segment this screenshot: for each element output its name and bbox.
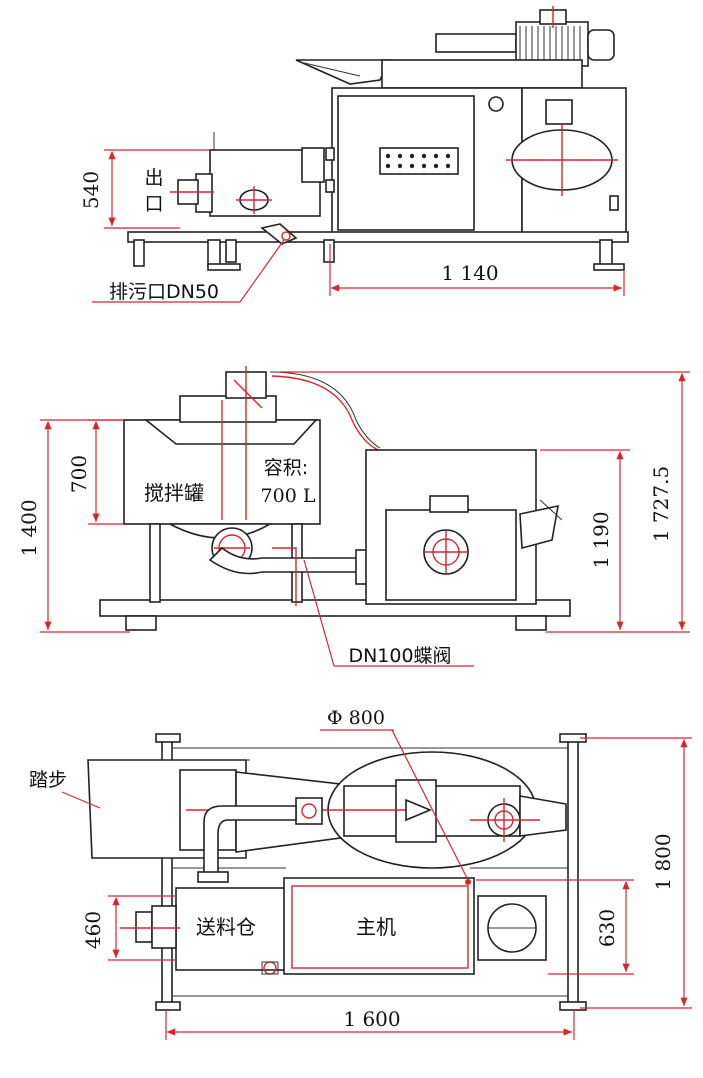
- main-cabinet: [325, 87, 627, 237]
- drive-motor: [435, 6, 615, 67]
- dim-tank-height-label: 700: [67, 455, 91, 493]
- volume-label-line2: 700 L: [261, 485, 316, 507]
- dim-1400: [40, 419, 130, 633]
- main-unit-label: 主机: [356, 915, 396, 939]
- feed-bin: [120, 887, 287, 975]
- dim-1800: [580, 737, 692, 1009]
- dim-460: [108, 895, 176, 961]
- dim-width-label: 1 600: [343, 1007, 400, 1031]
- dim-height-label: 540: [79, 171, 103, 209]
- diameter-leader: [391, 729, 471, 885]
- bottom-view: 460 630 1 800 1 600 Φ 800 踏步 送料仓 主机: [29, 707, 692, 1040]
- outlet-label-line2: 口: [144, 193, 163, 215]
- dim-length-label: 1 140: [441, 261, 498, 285]
- top-view: 540 出 口 1 140 排污口DN50: [79, 6, 629, 303]
- diameter-label: Φ 800: [327, 707, 385, 729]
- transfer-pipe: [208, 371, 381, 606]
- mixing-tank-label: 搅拌罐: [144, 481, 204, 505]
- control-panel-buttons: [385, 153, 451, 169]
- dim-630-label: 630: [595, 909, 619, 947]
- middle-view: 700 1 400 1 190 1 727.5 搅拌罐 容积: 700 L DN…: [17, 366, 690, 667]
- step-label: 踏步: [29, 769, 67, 791]
- outlet-label-line1: 出: [144, 167, 163, 189]
- step-leader: [61, 791, 101, 809]
- dim-depth-label: 1 800: [651, 833, 675, 890]
- outlet-housing: [170, 132, 325, 217]
- dim-460-label: 460: [81, 911, 105, 949]
- feed-box: [365, 449, 563, 605]
- valve-label: DN100蝶阀: [348, 645, 451, 667]
- drain-leader: [92, 239, 285, 303]
- plan-pipe: [197, 805, 297, 883]
- main-unit: [283, 877, 547, 975]
- dim-right-inner-label: 1 190: [589, 511, 613, 568]
- dim-1600: [165, 1010, 575, 1040]
- valve-leader: [303, 559, 474, 667]
- dim-540: [104, 149, 210, 229]
- dim-left-height-label: 1 400: [17, 499, 41, 556]
- drain-label: 排污口DN50: [109, 281, 219, 303]
- dim-700: [88, 419, 124, 525]
- volume-label-line1: 容积:: [264, 457, 308, 479]
- plan-frame: [155, 733, 587, 1011]
- mixing-tank: [123, 366, 321, 603]
- dim-630: [476, 879, 634, 975]
- dim-1190: [540, 449, 630, 633]
- base-frame: [127, 223, 629, 271]
- dim-1140: [329, 244, 625, 296]
- feed-bin-label: 送料仓: [196, 915, 256, 939]
- dim-1727: [280, 371, 690, 633]
- dim-total-height-label: 1 727.5: [649, 466, 673, 542]
- feed-hopper: [295, 59, 583, 89]
